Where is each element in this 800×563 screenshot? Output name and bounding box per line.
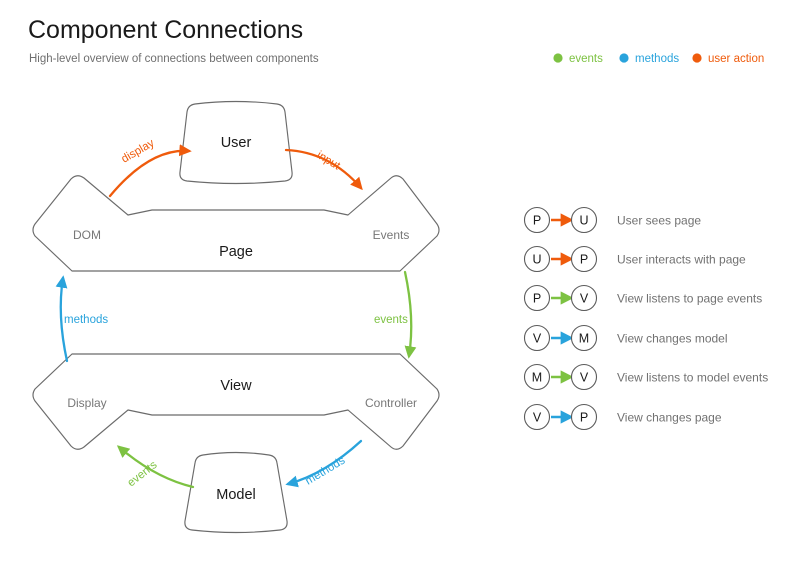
key-node-from [523,363,551,391]
key-row[interactable]: V M View changes model [523,324,728,352]
key-node-to [570,403,598,431]
key-node-to [570,324,598,352]
key-node-from-letter: P [533,292,541,306]
connection-input: input [284,148,363,191]
key-description: View listens to page events [617,292,762,306]
legend-item-events[interactable]: events [553,53,603,65]
key-panel: P U User sees page U P User interacts wi… [523,206,769,431]
key-row[interactable]: U P User interacts with page [523,245,747,273]
key-node-from [523,284,551,312]
connection-events-down-label: events [374,314,408,326]
node-page-title: Page [219,244,253,260]
connection-display: display [108,137,192,198]
connection-methods-up-path [55,275,69,363]
key-description: User sees page [617,214,701,228]
node-view-title: View [220,378,252,394]
key-node-from [523,245,551,273]
node-view-shape [32,353,440,450]
page-title: Component Connections [28,16,303,44]
connection-display-path [108,144,192,198]
key-description: View changes page [617,411,722,425]
key-node-to-letter: M [579,332,589,346]
key-node-to-letter: P [580,253,588,267]
connection-input-path [284,148,363,191]
node-user-title: User [221,135,252,151]
key-node-from-letter: U [532,253,541,267]
key-row[interactable]: P U User sees page [523,206,702,234]
connection-methods-model-label: methods [303,454,347,487]
key-node-to-letter: V [580,371,589,385]
key-description: View listens to model events [617,371,768,385]
key-node-from [523,324,551,352]
key-node-to-letter: P [580,411,588,425]
dot-icon [553,53,563,63]
key-row[interactable]: P V View listens to page events [523,284,763,312]
key-node-to [570,284,598,312]
node-view-sub-controller: Controller [365,396,417,410]
key-node-from [523,206,551,234]
key-row[interactable]: M V View listens to model events [523,363,769,391]
node-user[interactable]: User [179,100,293,185]
key-node-to [570,206,598,234]
key-node-from [523,403,551,431]
connection-events-down-path [403,270,417,359]
connection-methods-model-path [285,439,363,488]
connection-methods-up-label: methods [64,314,108,326]
key-node-from-letter: P [533,214,541,228]
connection-events-model-path [116,445,195,489]
node-model-shape [184,451,288,534]
legend-label: user action [708,53,764,65]
node-view[interactable]: View Display Controller [32,353,440,450]
node-model-title: Model [216,487,256,503]
page-subtitle: High-level overview of connections betwe… [29,53,319,65]
node-page-sub-events: Events [373,228,410,242]
connection-methods-model: methods [285,439,363,488]
legend-label: methods [635,53,679,65]
dot-icon [619,53,629,63]
connection-input-label: input [314,149,342,173]
key-node-from-letter: M [532,371,542,385]
legend-label: events [569,53,603,65]
legend-item-user-action[interactable]: user action [692,53,764,65]
key-node-to-letter: U [579,214,588,228]
node-model[interactable]: Model [184,451,288,534]
key-description: View changes model [617,332,728,346]
connection-methods-up: methods [55,275,108,363]
node-page[interactable]: Page DOM Events [32,175,440,272]
connection-display-label: display [120,137,157,165]
key-description: User interacts with page [617,253,746,267]
node-page-sub-dom: DOM [73,228,101,242]
dot-icon [692,53,702,63]
node-page-shape [32,175,440,272]
key-node-to [570,245,598,273]
node-view-sub-display: Display [67,396,106,410]
key-node-from-letter: V [533,332,542,346]
key-node-to [570,363,598,391]
connection-events-model: events [116,445,195,489]
key-node-to-letter: V [580,292,589,306]
key-row[interactable]: V P View changes page [523,403,722,431]
connection-events-down: events [374,270,417,359]
key-node-from-letter: V [533,411,542,425]
legend: events methods user action [553,53,764,65]
node-user-shape [179,100,293,185]
legend-item-methods[interactable]: methods [619,53,679,65]
